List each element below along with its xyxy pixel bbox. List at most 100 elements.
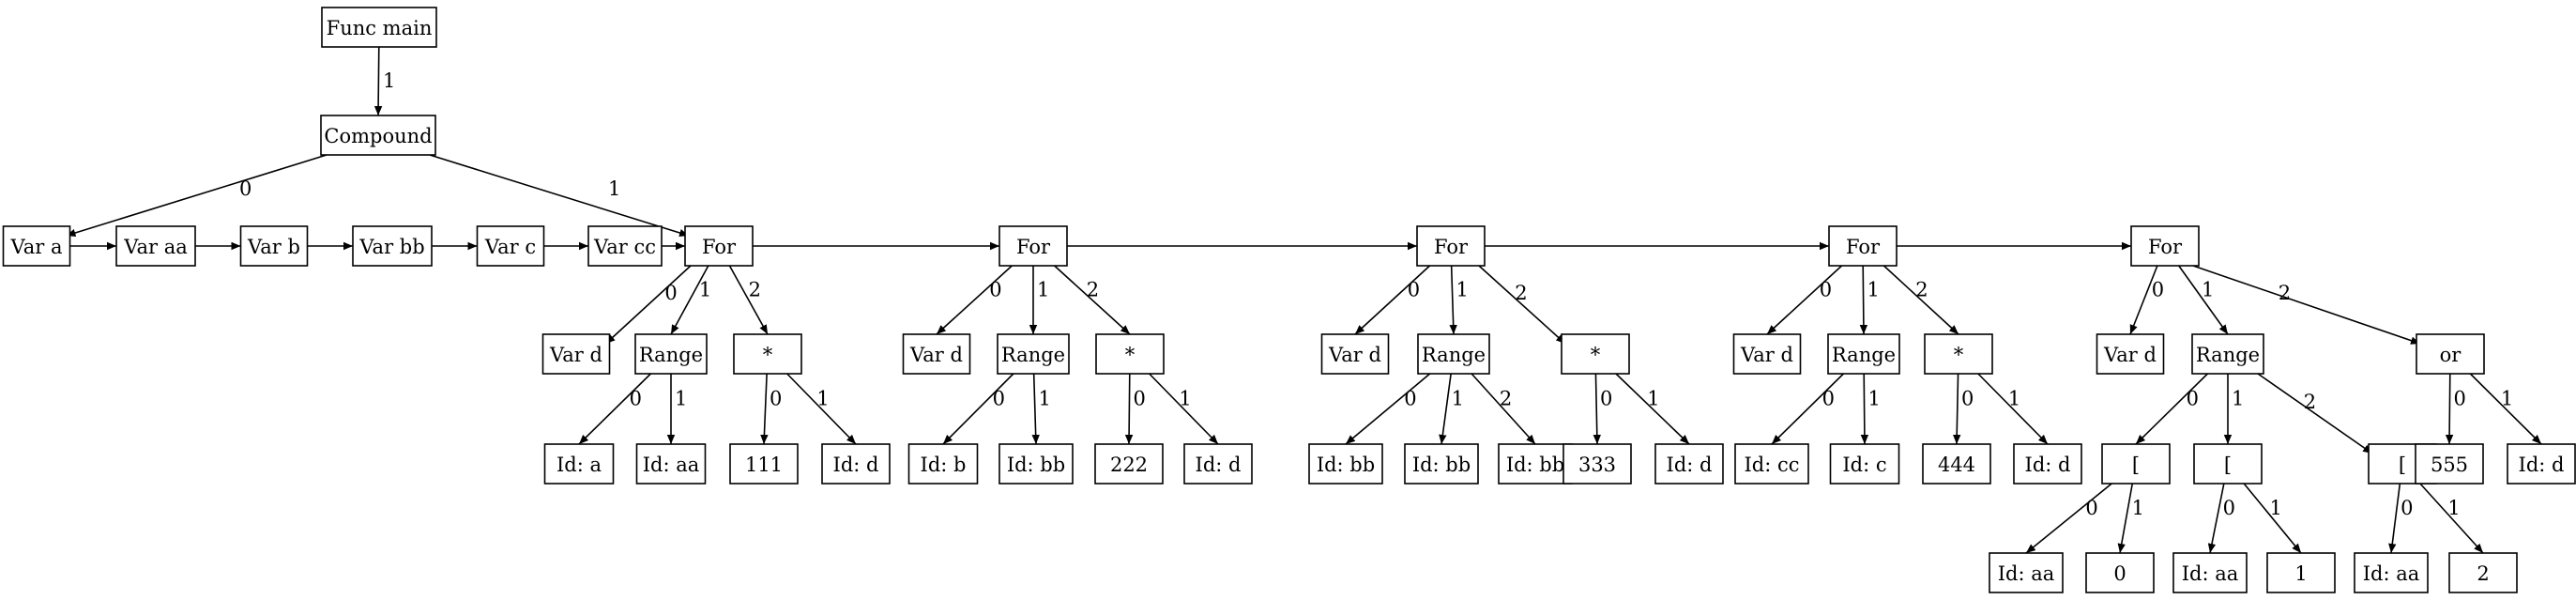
edge-f4rng-to-f4idc: 1 (1860, 373, 1881, 445)
node-box (1417, 333, 1490, 375)
node-label: * (1125, 344, 1136, 366)
node-label: 111 (745, 454, 783, 476)
edge-arrow (1345, 373, 1431, 445)
node-box (2101, 443, 2171, 485)
edge-arrow (1977, 373, 2049, 445)
edge-arrow (2388, 483, 2401, 554)
node-box (587, 225, 663, 267)
edge-label: 1 (1456, 279, 1468, 301)
edge-f2mul-to-f2idd: 1 (1149, 373, 1219, 445)
node-box (2415, 443, 2484, 485)
node-label: Id: aa (1998, 562, 2055, 585)
node-var-d: Var d (1732, 333, 1802, 375)
edge-label: 2 (1087, 279, 1099, 301)
edge-label: 0 (239, 177, 252, 200)
node-id-bb: Id: bb (1498, 443, 1573, 485)
node-multiply: * (1095, 333, 1165, 375)
node-box (634, 333, 708, 375)
node-label: 0 (2113, 562, 2126, 585)
edge-arrow (1615, 373, 1690, 445)
edge-arrow (1439, 373, 1452, 445)
edge-label: 0 (2187, 387, 2199, 409)
node-box (239, 225, 309, 267)
node-func-main: Func main (321, 7, 437, 48)
node-box (729, 443, 799, 485)
node-label: Id: bb (1412, 454, 1471, 476)
edge-label: 2 (1915, 279, 1928, 301)
node-444: 444 (1922, 443, 1991, 485)
node-box (1498, 443, 1573, 485)
edge-arrow (1593, 373, 1601, 445)
node-box (907, 443, 979, 485)
node-box (998, 443, 1074, 485)
edge-label: 1 (1038, 387, 1050, 409)
node-for: For (684, 225, 754, 267)
node-label: Id: d (2519, 454, 2565, 476)
edge-f3rng-to-f3bb1: 0 (1345, 373, 1431, 445)
node-box (1320, 333, 1390, 375)
edge-for4-to-f4vd: 0 (1766, 265, 1843, 335)
edge-arrow (1471, 373, 1536, 445)
edge-arrow (1124, 373, 1134, 445)
edge-f2rng-to-f2idbb: 1 (1031, 373, 1051, 445)
edge-label: 0 (1408, 279, 1420, 301)
edge-arrow (66, 154, 328, 238)
node-box (684, 225, 754, 267)
edge-label: 1 (383, 69, 395, 92)
edge-arrow (1354, 265, 1431, 335)
node-box (1924, 333, 1993, 375)
edge-f5b3-to-b3aa: 0 (2388, 483, 2413, 554)
edge-label: 0 (2223, 497, 2235, 519)
edge-label: 1 (1037, 279, 1049, 301)
node-label: 333 (1578, 454, 1616, 476)
node-label: Id: d (1667, 454, 1713, 476)
node-333: 333 (1562, 443, 1632, 485)
node-id-d: Id: d (1183, 443, 1253, 485)
node-0: 0 (2085, 552, 2155, 593)
edge-label: 0 (1961, 387, 1974, 409)
edge-arrow (2445, 373, 2454, 445)
node-var-cc: Var cc (587, 225, 663, 267)
node-box (1922, 443, 1991, 485)
node-id-bb: Id: bb (998, 443, 1074, 485)
node-range: Range (997, 333, 1070, 375)
edge-f3mul-to-f3idd: 1 (1615, 373, 1690, 445)
edge-f5b2-to-b2aa: 0 (2207, 483, 2235, 554)
node-label: Id: bb (1007, 454, 1065, 476)
edge-for2-to-f2vd: 0 (936, 265, 1013, 335)
node-range: Range (634, 333, 708, 375)
edge-arrow (2207, 483, 2225, 554)
node-box (2193, 443, 2263, 485)
node-id-aa: Id: aa (2172, 552, 2248, 593)
node-var-aa: Var aa (115, 225, 196, 267)
node-label: Id: b (921, 454, 967, 476)
edge-label: 0 (1600, 387, 1612, 409)
edge-for4-to-f4mul: 2 (1882, 265, 1959, 335)
node-for: For (998, 225, 1068, 267)
edge-f3rng-to-f3bb3: 2 (1471, 373, 1536, 445)
edge-f4mul-to-f4idd: 1 (1977, 373, 2049, 445)
node-id-cc: Id: cc (1734, 443, 1809, 485)
edge-f5b3-to-b3t: 1 (2419, 483, 2484, 554)
node-id-d: Id: d (1654, 443, 1724, 485)
edge-label: 0 (2152, 279, 2164, 301)
node-range: Range (1417, 333, 1490, 375)
edge-label: 2 (1515, 282, 1527, 304)
node-label: [ (2132, 454, 2140, 476)
node-label: Id: d (2025, 454, 2071, 476)
node-box (1828, 225, 1898, 267)
node-222: 222 (1094, 443, 1164, 485)
node-box (2013, 443, 2082, 485)
node-111: 111 (729, 443, 799, 485)
edge-f5rng-to-f5b2: 1 (2223, 374, 2244, 444)
node-label: Var cc (593, 236, 656, 258)
node-box (2172, 552, 2248, 593)
edge-label: 0 (993, 387, 1005, 409)
edge-arrow (1859, 265, 1868, 335)
node-var-b: Var b (239, 225, 309, 267)
edge-f5b2-to-b2o: 1 (2243, 483, 2302, 554)
node-box (320, 115, 436, 156)
